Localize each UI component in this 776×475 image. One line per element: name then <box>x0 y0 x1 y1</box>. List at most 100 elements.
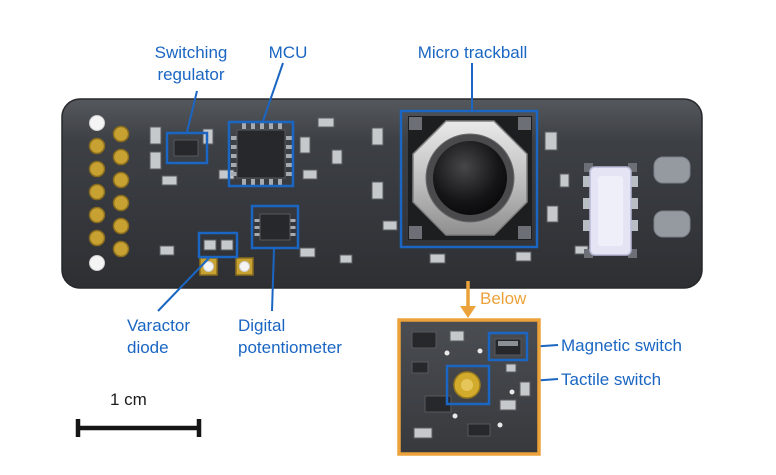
trackball-corner <box>409 117 422 130</box>
smd-component <box>515 251 532 262</box>
tactile-switch-button <box>453 371 481 399</box>
side-connector <box>583 163 638 258</box>
gold-pad <box>88 229 106 247</box>
gold-pad <box>112 148 130 166</box>
label-scale: 1 cm <box>110 390 147 409</box>
connector-inner <box>598 176 623 246</box>
switching-regulator-box <box>165 131 209 165</box>
smd-component <box>299 247 316 258</box>
smd-component <box>159 245 175 256</box>
gold-pad <box>88 160 106 178</box>
side-tab <box>653 210 691 238</box>
smd-component <box>371 127 384 146</box>
smd-component <box>317 117 335 128</box>
pad-hole <box>239 261 250 272</box>
inset-via <box>509 389 515 395</box>
smd-component <box>149 126 162 145</box>
tactile-switch-center <box>461 379 473 391</box>
inset-via <box>497 422 503 428</box>
down-arrow-icon <box>460 281 476 318</box>
mcu-chip <box>231 123 292 185</box>
inset-chip <box>505 363 517 373</box>
label-mcu: MCU <box>268 43 308 62</box>
smd-component <box>161 175 178 186</box>
connector-pin <box>583 220 591 231</box>
inset-underside <box>397 318 541 456</box>
connector-pin <box>630 198 638 209</box>
trackball-corner <box>518 117 531 130</box>
leader-switching-regulator <box>186 90 198 133</box>
label-switching-regulator: Switching regulator <box>154 43 228 84</box>
connector-pin <box>583 176 591 187</box>
smd-component <box>544 131 558 151</box>
smd-component <box>429 253 446 264</box>
side-tab <box>653 156 691 184</box>
smd-components <box>149 117 589 264</box>
inset-chip <box>411 331 437 349</box>
varactor-diode-components <box>203 239 234 251</box>
connector-pin <box>630 176 638 187</box>
gold-pad <box>112 194 130 212</box>
connector-pad <box>628 249 637 258</box>
magnetic-switch-chip <box>494 338 522 356</box>
mcu-box <box>227 120 295 188</box>
down-arrow-head <box>460 306 476 318</box>
mounting-hole <box>89 115 105 131</box>
varactor-diode-box <box>197 231 239 259</box>
connector-pin <box>583 198 591 209</box>
label-tactile-switch: Tactile switch <box>561 370 662 389</box>
trackball <box>408 116 532 240</box>
label-digital-potentiometer: Digital potentiometer <box>238 316 342 357</box>
inset-chip <box>467 423 491 437</box>
tactile-switch-box <box>445 364 491 406</box>
trackball-corner <box>518 226 531 239</box>
connector-pad <box>584 249 593 258</box>
digital-potentiometer-chip <box>254 213 296 241</box>
smd-component <box>546 205 559 223</box>
gold-pad <box>112 171 130 189</box>
leader-digital-potentiometer <box>271 248 275 312</box>
gold-pad <box>88 137 106 155</box>
smd-component <box>559 173 570 188</box>
gold-pad <box>112 125 130 143</box>
gold-pad <box>112 217 130 235</box>
mcu-body <box>236 129 286 179</box>
solder-pads <box>199 257 254 276</box>
gold-pad <box>88 183 106 201</box>
pad-hole <box>203 261 214 272</box>
inset-via <box>452 413 458 419</box>
label-magnetic-switch: Magnetic switch <box>561 336 682 355</box>
smd-component <box>302 169 318 180</box>
gold-pad <box>112 240 130 258</box>
connector-pin <box>630 220 638 231</box>
trackball-corner <box>409 226 422 239</box>
connector-pad <box>628 163 637 172</box>
scale-bar <box>75 419 202 437</box>
connector-pad <box>584 163 593 172</box>
switching-regulator-chip <box>173 139 199 157</box>
micro-trackball-box <box>399 109 539 249</box>
label-below: Below <box>480 289 527 308</box>
inset-via <box>444 350 450 356</box>
gold-pad <box>88 206 106 224</box>
leader-mcu <box>262 62 284 122</box>
smd-component <box>331 149 343 165</box>
smd-component <box>371 181 384 200</box>
label-varactor-diode: Varactor diode <box>127 316 190 357</box>
inset-chip <box>519 381 531 397</box>
varactor-diode-part <box>220 239 234 251</box>
mounting-hole <box>89 255 105 271</box>
digital-potentiometer-body <box>259 213 291 241</box>
inset-chip <box>449 330 465 342</box>
varactor-diode-part <box>203 239 217 251</box>
trackball-ball <box>433 141 507 215</box>
inset-chip <box>413 427 433 439</box>
label-micro-trackball: Micro trackball <box>417 43 528 62</box>
inset-chip <box>499 399 517 411</box>
inset-via <box>477 348 483 354</box>
leader-varactor-diode <box>157 257 210 312</box>
magnetic-switch-box <box>487 331 529 362</box>
smd-component <box>382 220 398 231</box>
